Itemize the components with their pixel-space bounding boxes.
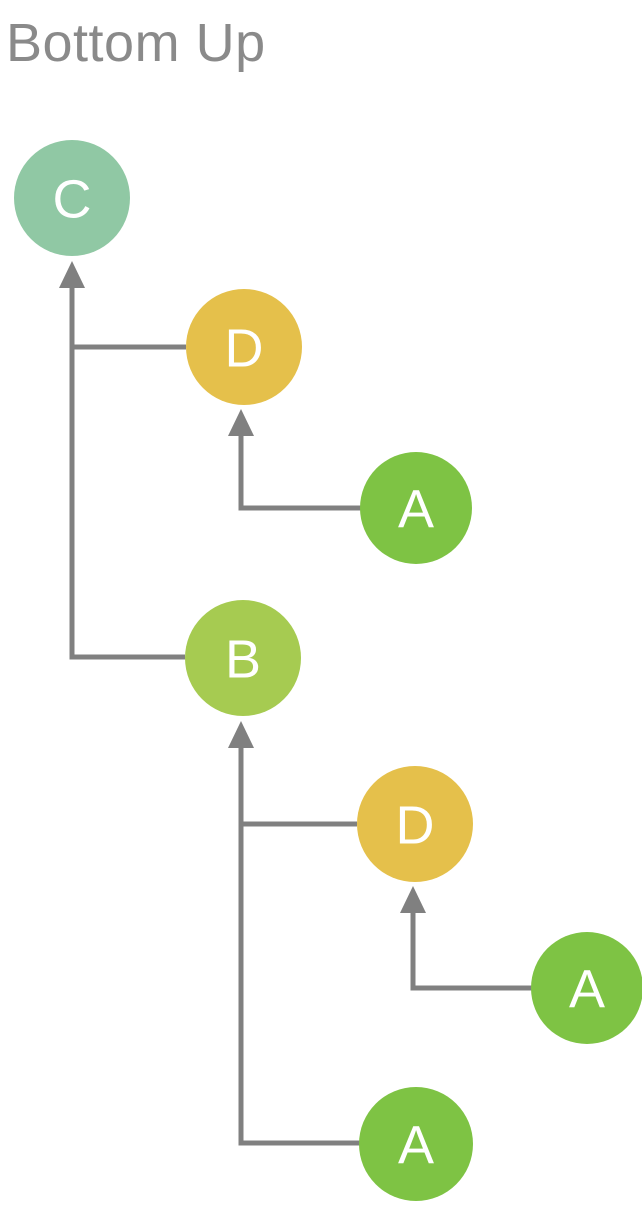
node-c-circle — [14, 140, 130, 256]
node-a-right-circle — [531, 932, 642, 1044]
node-d-upper: D — [186, 289, 302, 405]
node-d-upper-circle — [186, 289, 302, 405]
edge-b-to-c — [69, 287, 185, 660]
node-a-bottom-label: A — [398, 1115, 434, 1175]
node-c-label: C — [53, 169, 92, 229]
node-a-right-label: A — [569, 959, 605, 1019]
node-d-lower-circle — [357, 766, 473, 882]
node-a-bottom-circle — [359, 1087, 473, 1201]
arrowhead-into-b — [228, 721, 254, 748]
edge-a-upper-to-d-upper — [238, 436, 362, 511]
node-a-bottom: A — [359, 1087, 473, 1201]
node-d-lower: D — [357, 766, 473, 882]
node-b-label: B — [225, 629, 261, 689]
edge-a-bottom-to-b — [238, 748, 360, 1146]
node-b: B — [185, 600, 301, 716]
node-a-upper-circle — [360, 452, 472, 564]
node-d-lower-label: D — [396, 795, 435, 855]
edge-a-right-to-d-lower — [410, 912, 532, 991]
node-a-right: A — [531, 932, 642, 1044]
node-d-upper-label: D — [225, 318, 264, 378]
node-a-upper: A — [360, 452, 472, 564]
arrowhead-into-c — [59, 261, 85, 288]
page-title: Bottom Up — [6, 13, 266, 73]
node-a-upper-label: A — [398, 479, 434, 539]
node-b-circle — [185, 600, 301, 716]
node-c: C — [14, 140, 130, 256]
arrowhead-into-d-lower — [400, 886, 426, 913]
arrowhead-into-d-upper — [228, 409, 254, 436]
